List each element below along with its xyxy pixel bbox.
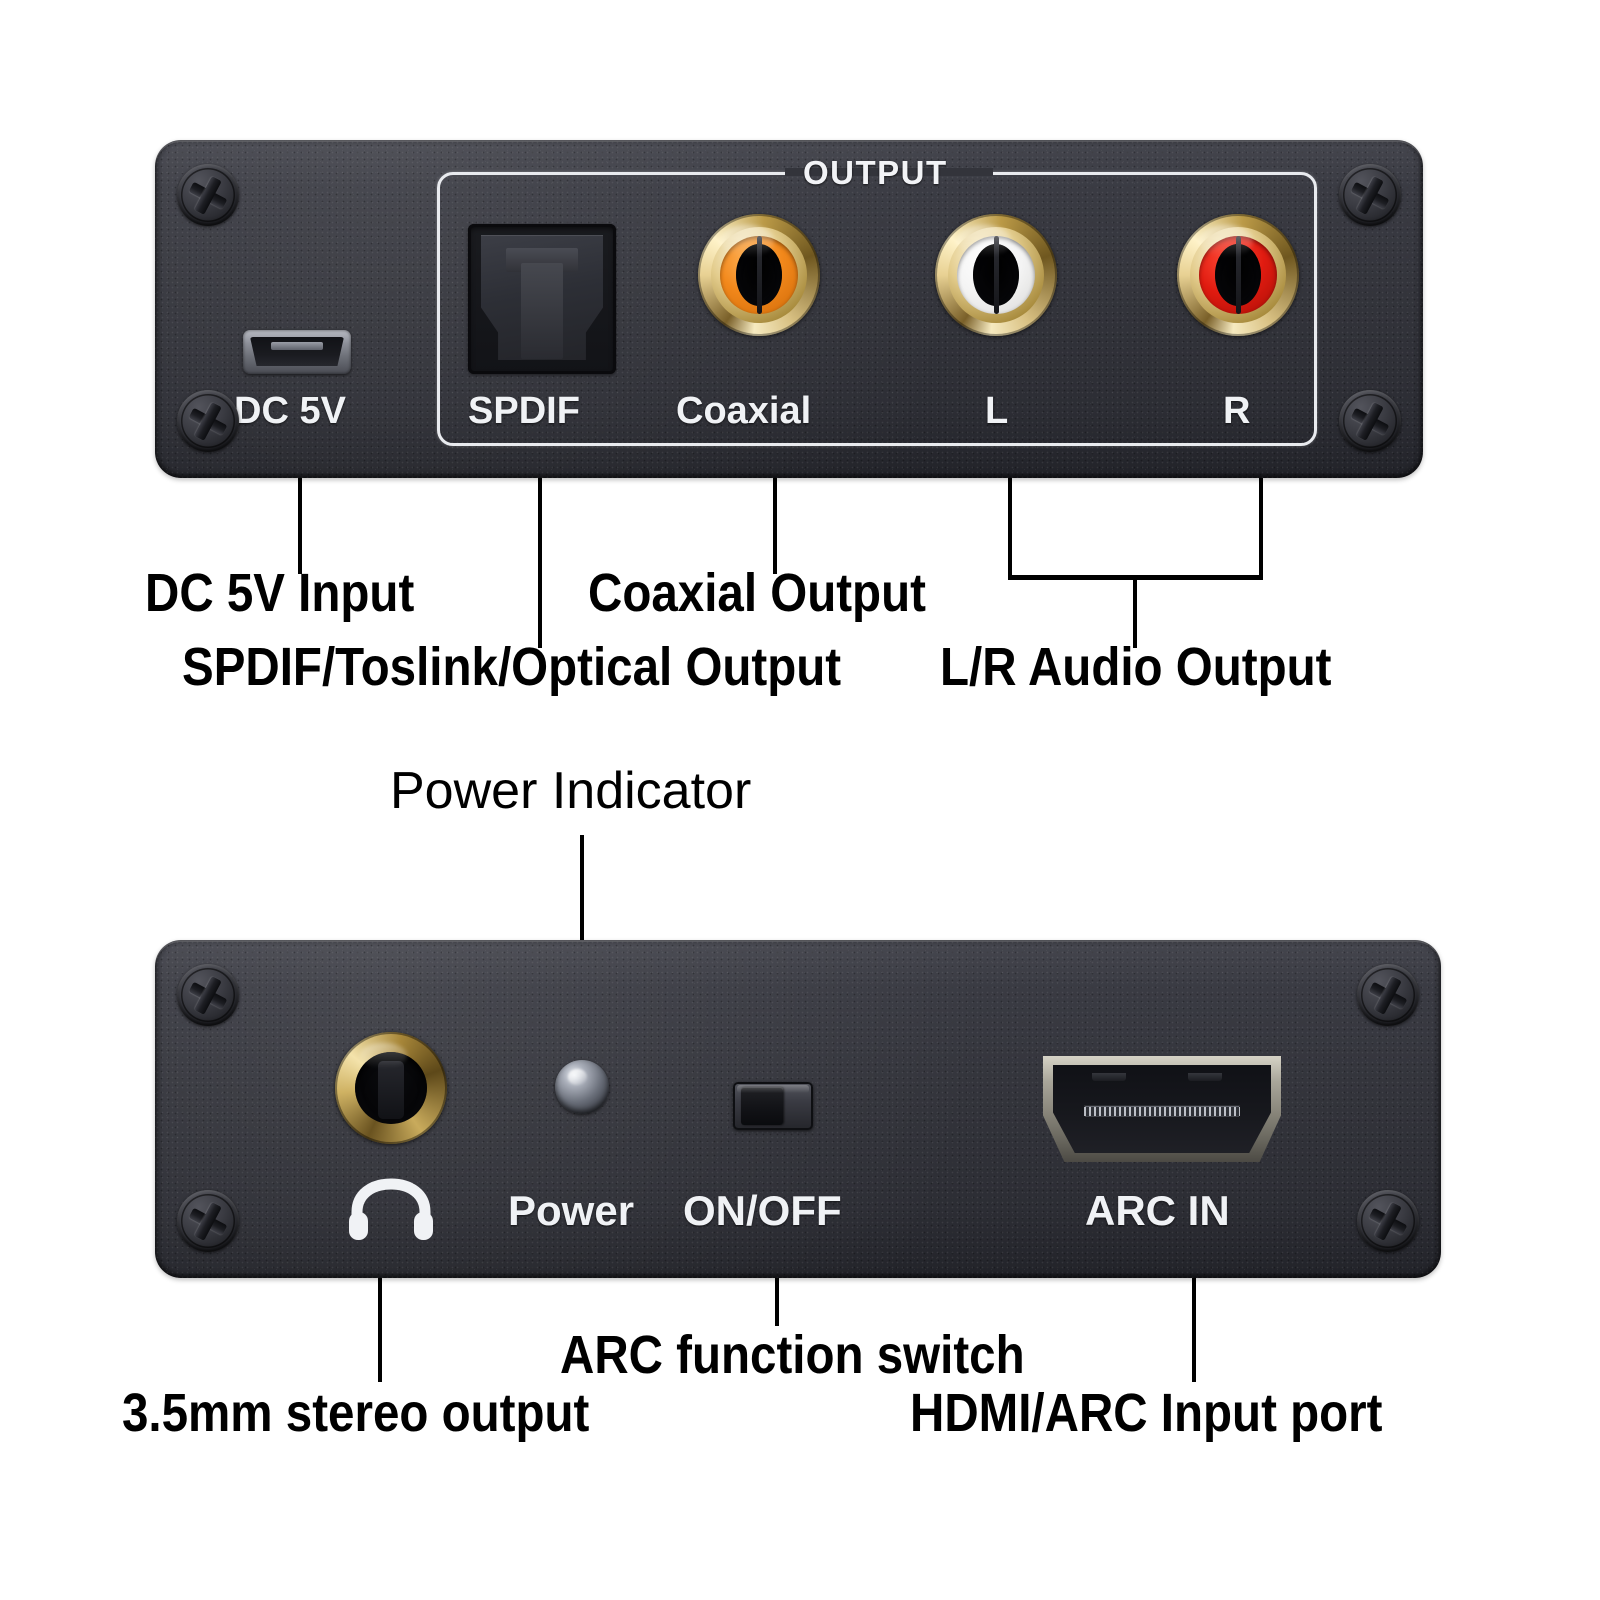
callout-spdif-output: SPDIF/Toslink/Optical Output [182,637,842,697]
callout-arc-function-switch: ARC function switch [560,1325,1025,1385]
leader-lr-stem [1133,575,1137,648]
right-port-label: R [1223,390,1251,432]
rear-panel-device: OUTPUT DC 5V SPDIF Coaxial L [155,140,1423,478]
headphone-icon [345,1178,437,1240]
rca-jack-icon-right[interactable] [1177,214,1299,336]
screw-front-top-left [177,964,239,1026]
power-port-label: Power [508,1187,635,1234]
slide-switch-icon[interactable] [733,1082,813,1130]
rca-jack-icon-left[interactable] [935,214,1057,336]
callout-hdmi-arc-input: HDMI/ARC Input port [910,1383,1383,1443]
micro-usb-icon[interactable] [243,330,351,374]
screw-top-left [177,164,239,226]
screw-front-bottom-left [177,1190,239,1252]
leader-arc-switch [775,1278,779,1326]
led-indicator-icon [555,1060,609,1114]
dc5v-port-label: DC 5V [234,390,346,432]
leader-right-branch [1259,478,1263,580]
rca-jack-icon-coaxial[interactable] [698,214,820,336]
leader-left-branch [1008,478,1012,580]
onoff-port-label: ON/OFF [683,1187,842,1234]
screw-bottom-right [1339,390,1401,452]
arcin-port-label: ARC IN [1085,1187,1230,1234]
hdmi-port-icon[interactable] [1043,1056,1281,1162]
leader-dc5v [298,478,302,574]
leader-hdmi-input [1192,1278,1196,1382]
callout-coaxial-output: Coaxial Output [588,563,926,623]
leader-stereo-output [378,1278,382,1382]
toslink-optical-icon[interactable] [468,224,616,374]
screw-front-bottom-right [1357,1190,1419,1252]
left-port-label: L [985,390,1009,432]
spdif-port-label: SPDIF [468,390,580,432]
screw-front-top-right [1357,964,1419,1026]
screw-bottom-left [177,390,239,452]
callout-dc5v-input: DC 5V Input [145,563,415,623]
leader-coaxial [773,478,777,574]
output-label-gap [785,168,993,176]
leader-spdif [538,478,542,648]
callout-lr-audio-output: L/R Audio Output [940,637,1332,697]
output-group-label: OUTPUT [803,154,948,191]
coaxial-port-label: Coaxial [676,390,812,432]
headphone-jack-icon[interactable] [335,1032,447,1144]
callout-power-indicator: Power Indicator [390,762,752,820]
front-panel-device: Power ON/OFF ARC IN [155,940,1441,1278]
screw-top-right [1339,164,1401,226]
leader-power-indicator [580,835,584,943]
callout-stereo-output: 3.5mm stereo output [122,1383,590,1443]
